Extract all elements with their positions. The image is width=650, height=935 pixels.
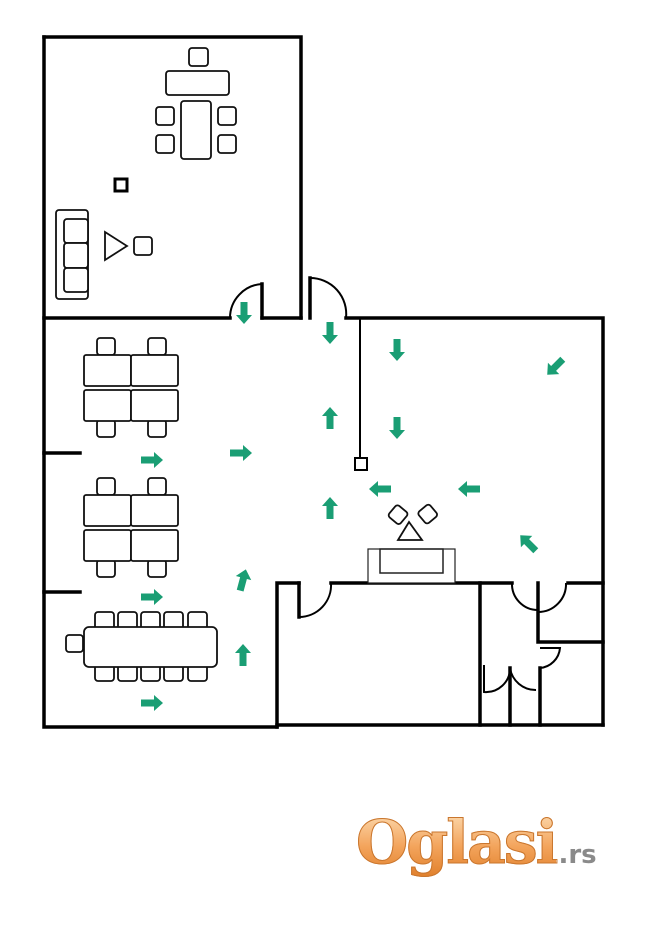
furniture <box>55 47 237 300</box>
desk <box>130 389 179 422</box>
chair <box>96 419 116 438</box>
arrow-down-icon <box>389 417 405 439</box>
desk <box>165 70 230 96</box>
arrow-up-tilt-icon <box>235 569 252 592</box>
arrow-down-left-icon <box>547 356 566 375</box>
arrow-down-icon <box>389 339 405 361</box>
chair <box>147 419 167 438</box>
chair <box>155 106 175 126</box>
arrow-down-icon <box>322 322 338 344</box>
chair <box>96 559 116 578</box>
arrow-right-icon <box>230 445 252 461</box>
arrow-right-icon <box>141 589 163 605</box>
desk <box>130 494 179 527</box>
arrow-left-icon <box>369 481 391 497</box>
conference-table-group <box>65 611 218 682</box>
chair <box>217 106 237 126</box>
conference-table <box>83 626 218 668</box>
evacuation-arrows <box>141 302 566 711</box>
arrow-right-icon <box>141 695 163 711</box>
arrow-up-icon <box>235 644 251 666</box>
armchair <box>104 230 129 262</box>
desk-cluster <box>83 337 179 438</box>
chair <box>387 504 409 525</box>
arrow-right-icon <box>141 452 163 468</box>
chair <box>417 503 438 525</box>
lounge <box>367 503 456 584</box>
arrow-up-icon <box>322 407 338 429</box>
desk-cluster <box>83 477 179 578</box>
meeting-table <box>180 100 212 160</box>
tv-unit <box>367 548 456 584</box>
arrow-up-left-icon <box>520 535 539 554</box>
chair <box>188 47 209 67</box>
desk <box>83 529 132 562</box>
logo-text: Oglasi <box>355 808 558 879</box>
desk <box>130 529 179 562</box>
walls <box>42 35 605 729</box>
chair <box>96 477 116 496</box>
oglasi-logo: Oglasi.rs <box>355 808 597 879</box>
coffee-table <box>396 520 424 541</box>
arrow-up-icon <box>322 497 338 519</box>
column <box>113 177 129 193</box>
desk <box>83 354 132 387</box>
desk <box>83 494 132 527</box>
chair <box>96 337 116 356</box>
desk <box>83 389 132 422</box>
chair <box>155 134 175 154</box>
side-table <box>133 236 153 256</box>
chair <box>147 559 167 578</box>
desk-clusters <box>83 337 179 578</box>
arrow-left-icon <box>458 481 480 497</box>
chair <box>65 634 84 653</box>
arrow-down-icon <box>236 302 252 324</box>
desk <box>130 354 179 387</box>
column <box>354 457 368 471</box>
logo-domain: .rs <box>558 840 597 870</box>
chair <box>147 477 167 496</box>
chair <box>147 337 167 356</box>
chair <box>217 134 237 154</box>
